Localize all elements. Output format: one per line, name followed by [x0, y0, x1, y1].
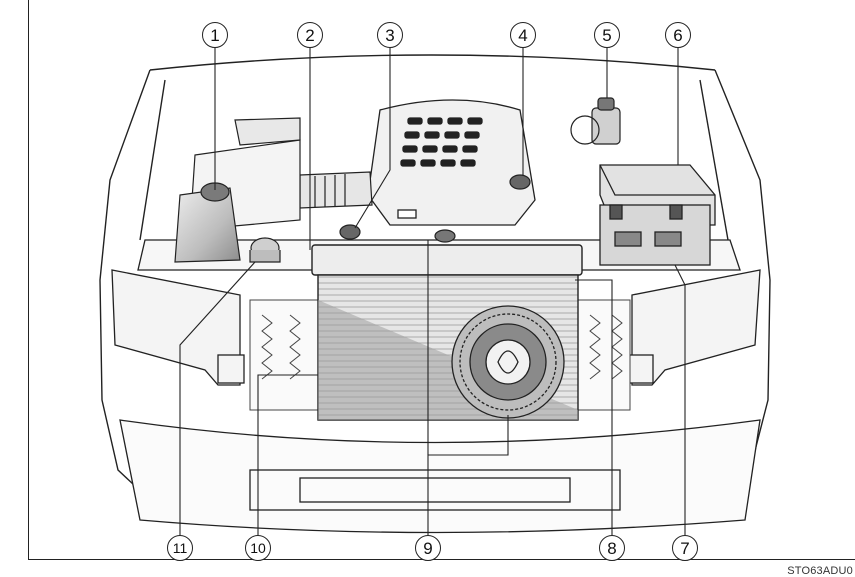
figure-code: STO63ADU0: [787, 565, 853, 577]
coolant-reservoir: [250, 238, 280, 262]
battery: [600, 205, 710, 265]
callout-9: 9: [415, 535, 441, 561]
power-steering-reservoir: [340, 225, 360, 239]
callout-8: 8: [599, 535, 625, 561]
oil-filler-cap: [510, 175, 530, 189]
cooling-fan: [452, 306, 564, 418]
callout-6: 6: [665, 22, 691, 48]
brake-fluid-reservoir: [571, 98, 620, 144]
radiator-cap: [435, 230, 455, 242]
intake-hose: [300, 172, 372, 208]
callout-5: 5: [594, 22, 620, 48]
callout-10: 10: [245, 535, 271, 561]
callout-4: 4: [510, 22, 536, 48]
callout-3: 3: [377, 22, 403, 48]
callout-1: 1: [202, 22, 228, 48]
callout-11: 11: [167, 535, 193, 561]
callout-2: 2: [297, 22, 323, 48]
front-bumper: [120, 420, 760, 533]
callout-7: 7: [672, 535, 698, 561]
washer-fluid-tank: [175, 183, 240, 262]
engine-cover: [368, 100, 535, 225]
